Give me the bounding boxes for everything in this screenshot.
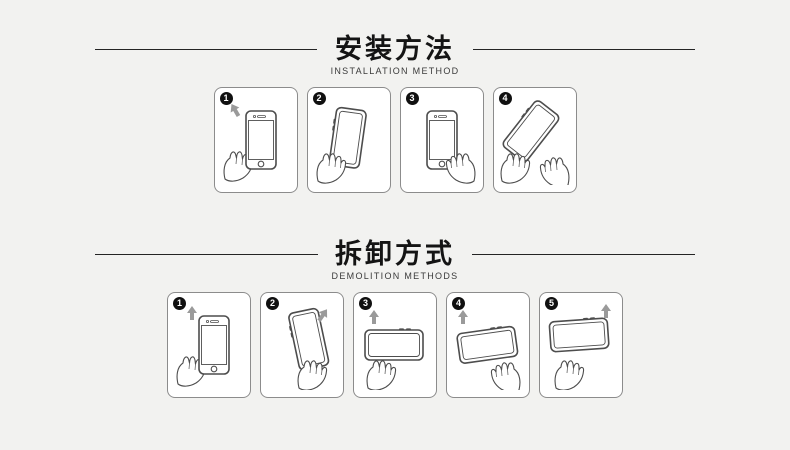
hand-holding-phone-arrow-up-left-icon [223, 101, 277, 182]
removal-title-block: 拆卸方式 DEMOLITION METHODS [332, 239, 459, 281]
installation-step-panel-3: 3 [399, 87, 484, 194]
header-rule-left [95, 48, 317, 50]
step-number-badge: 1 [173, 297, 186, 311]
step-number-badge: 4 [498, 92, 512, 106]
step-number-badge: 3 [359, 297, 372, 311]
removal-section-subtitle: DEMOLITION METHODS [331, 271, 459, 282]
hand-flexing-bumper-corner-arrow-out-icon [285, 306, 332, 391]
hand-lifting-horizontal-frame-edge-icon [455, 310, 521, 391]
hand-pressing-phone-side-icon [425, 110, 475, 184]
step-number-badge: 4 [452, 297, 465, 311]
step-number-badge: 3 [405, 92, 419, 106]
installation-step-panel-1: 1 [213, 87, 298, 194]
hand-prying-horizontal-frame-arrow-up-icon [364, 310, 424, 391]
installation-title-block: 安装方法 INSTALLATION METHOD [331, 34, 460, 76]
step-number-badge: 2 [266, 297, 279, 311]
removal-step-panel-3: 3 [353, 292, 437, 399]
removal-step-panel-1: 1 [167, 292, 251, 399]
horizontal-frame-lift-off-arrow-up-icon [548, 304, 611, 391]
step-number-badge: 5 [545, 297, 558, 311]
removal-step-panel-5: 5 [539, 292, 623, 399]
removal-section-header: 拆卸方式 DEMOLITION METHODS [95, 239, 695, 281]
removal-section: 拆卸方式 DEMOLITION METHODS 1 2 [0, 239, 790, 399]
hand-holding-phone-arrow-up-icon [176, 306, 230, 387]
header-rule-right [473, 48, 696, 50]
installation-section: 安装方法 INSTALLATION METHOD 1 2 [0, 34, 790, 194]
installation-step-panel-4: 4 [492, 87, 577, 194]
step-number-badge: 1 [219, 92, 233, 106]
installation-section-subtitle: INSTALLATION METHOD [330, 66, 460, 77]
installation-section-title: 安装方法 [335, 34, 455, 64]
installation-steps-row: 1 2 3 [0, 87, 790, 194]
hand-attaching-bumper-to-tilted-phone-icon [316, 106, 368, 184]
hands-snapping-case-on-tilted-phone-icon [498, 97, 569, 186]
installation-step-panel-2: 2 [306, 87, 391, 194]
removal-steps-row: 1 2 3 [0, 292, 790, 399]
header-rule-left [95, 253, 318, 255]
installation-section-header: 安装方法 INSTALLATION METHOD [95, 34, 696, 76]
removal-section-title: 拆卸方式 [335, 239, 455, 270]
removal-step-panel-4: 4 [446, 292, 530, 399]
header-rule-right [472, 253, 695, 255]
removal-step-panel-2: 2 [260, 292, 344, 399]
step-number-badge: 2 [312, 92, 326, 106]
